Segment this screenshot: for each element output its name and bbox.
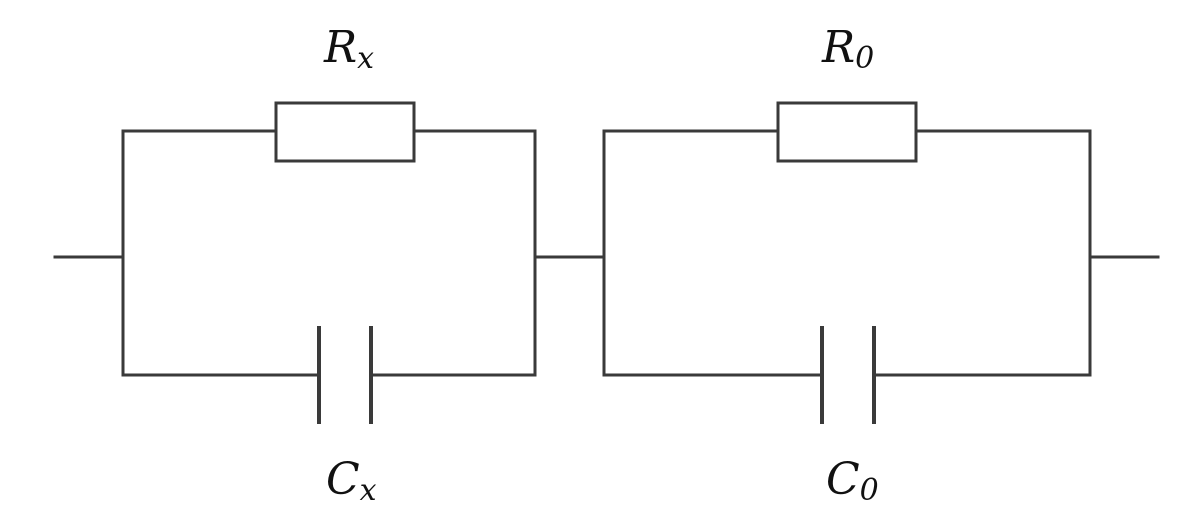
resistor-r0	[776, 101, 918, 163]
rc-block-0	[602, 101, 1160, 424]
label-c0-main: C	[826, 454, 860, 505]
label-cx-main: C	[326, 454, 360, 505]
label-r0-main: R	[821, 22, 855, 73]
label-r0-sub: 0	[855, 41, 874, 76]
resistor-rx	[274, 101, 416, 163]
label-cx: Cx	[326, 454, 377, 508]
rc-block-x	[53, 101, 537, 424]
label-c0-sub: 0	[860, 473, 879, 508]
label-cx-sub: x	[360, 473, 377, 508]
label-r0: R0	[821, 22, 874, 76]
label-rx-main: R	[323, 22, 357, 73]
label-c0: C0	[826, 454, 879, 508]
label-rx: Rx	[323, 22, 374, 76]
label-rx-sub: x	[357, 41, 374, 76]
